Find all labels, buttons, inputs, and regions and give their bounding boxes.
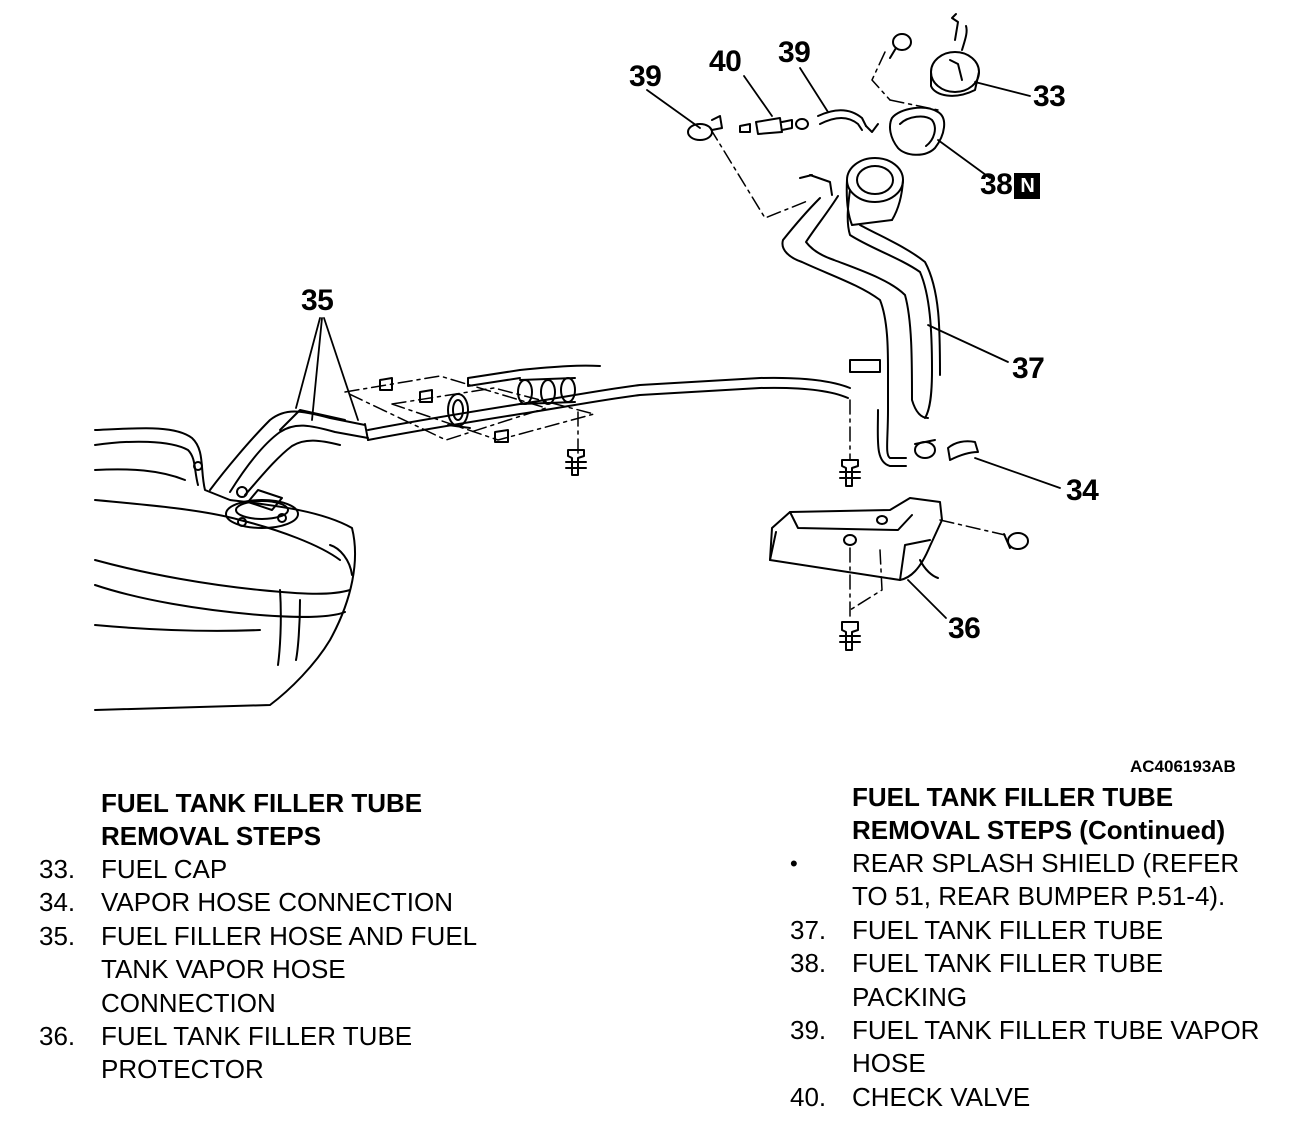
exploded-view-guides	[344, 51, 1006, 619]
fuel-cap-drawing	[930, 13, 980, 97]
step-text: PROTECTOR	[101, 1054, 264, 1085]
callout-39-left: 39	[629, 60, 662, 93]
left-heading-line2: REMOVAL STEPS	[101, 821, 322, 851]
step-text: HOSE	[852, 1048, 926, 1079]
step-text: TANK VAPOR HOSE	[101, 954, 346, 985]
step-text: FUEL TANK FILLER TUBE VAPOR	[852, 1015, 1260, 1046]
step-text: CHECK VALVE	[852, 1081, 1031, 1112]
hose-clamps-drawing	[379, 377, 576, 443]
step-text: REAR SPLASH SHIELD (REFER	[852, 848, 1240, 878]
step-text: PACKING	[852, 981, 968, 1012]
step-text: FUEL TANK FILLER TUBE	[852, 914, 1164, 945]
step-number: 36.	[39, 1021, 76, 1052]
filler-hose-drawing	[209, 364, 851, 496]
step-text: FUEL CAP	[101, 854, 228, 884]
step-text: FUEL TANK FILLER TUBE	[101, 1021, 413, 1052]
fuel-tank-drawing	[94, 427, 357, 711]
callout-36: 36	[948, 612, 981, 645]
filler-tube-drawing	[781, 174, 941, 467]
vapor-hose-connection-drawing	[914, 439, 979, 461]
callout-40: 40	[709, 45, 742, 78]
filler-tube-exploded-diagram	[94, 13, 1061, 711]
step-number: 33.	[39, 854, 76, 884]
step-number: 38.	[790, 948, 827, 979]
bolts-drawing	[565, 33, 1029, 651]
step-item: 37. FUEL TANK FILLER TUBE	[790, 914, 1300, 947]
callout-39-right: 39	[778, 36, 811, 69]
step-item: 33. FUEL CAP	[39, 853, 559, 886]
step-number: 40.	[790, 1081, 827, 1112]
step-text: FUEL FILLER HOSE AND FUEL	[101, 920, 478, 951]
step-item: 40. CHECK VALVE	[790, 1081, 1300, 1114]
left-heading: FUEL TANK FILLER TUBE REMOVAL STEPS	[101, 787, 422, 853]
step-number: 37.	[790, 914, 827, 945]
filler-neck-drawing	[845, 157, 904, 226]
right-heading-line1: FUEL TANK FILLER TUBE	[852, 782, 1174, 812]
right-heading: FUEL TANK FILLER TUBE REMOVAL STEPS (Con…	[852, 781, 1225, 847]
right-heading-line2: REMOVAL STEPS (Continued)	[852, 815, 1226, 845]
step-text: CONNECTION	[101, 987, 276, 1018]
callout-37: 37	[1012, 352, 1045, 385]
callout-33: 33	[1033, 80, 1066, 113]
illustration-reference-code: AC406193AB	[1130, 757, 1236, 776]
leader-lines	[295, 67, 1061, 619]
step-number: 35.	[39, 920, 76, 951]
left-heading-line1: FUEL TANK FILLER TUBE	[101, 788, 423, 818]
callout-34: 34	[1066, 474, 1099, 507]
left-steps-list: 33. FUEL CAP 34. VAPOR HOSE CONNECTION 35. FU…	[39, 853, 559, 1087]
step-number: 39.	[790, 1015, 827, 1046]
packing-drawing	[889, 106, 946, 156]
step-text: VAPOR HOSE CONNECTION	[101, 887, 454, 918]
step-text: TO 51, REAR BUMPER P.51-4).	[852, 881, 1226, 912]
new-part-badge: N	[1014, 173, 1041, 199]
callout-38-number: 38	[980, 168, 1013, 201]
step-number: •	[790, 851, 798, 876]
protector-drawing	[769, 497, 943, 581]
step-text: FUEL TANK FILLER TUBE	[852, 948, 1164, 979]
callout-35: 35	[301, 284, 334, 317]
vapor-hose-check-valve-drawing	[687, 109, 879, 141]
step-number: 34.	[39, 887, 76, 918]
step-item: 34. VAPOR HOSE CONNECTION	[39, 886, 559, 919]
